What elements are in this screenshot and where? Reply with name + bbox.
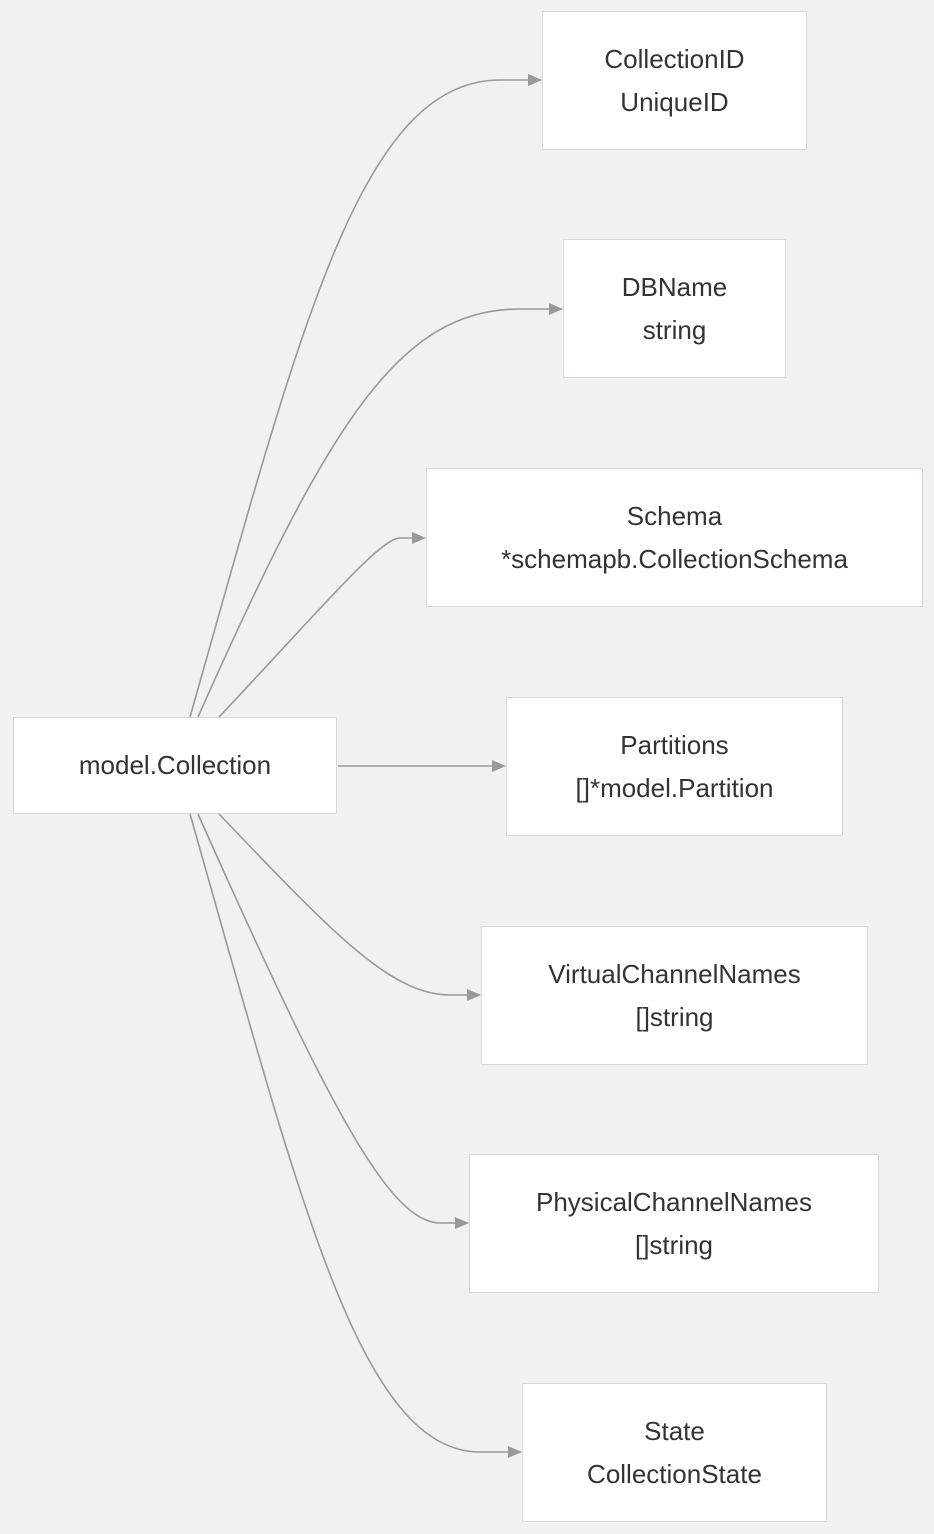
edge-to-collectionid [189,74,542,718]
field-type: []string [634,1229,714,1260]
field-type: CollectionState [587,1458,762,1489]
node-model-collection: model.Collection [13,717,337,814]
node-dbname: DBName string [563,239,786,378]
field-type: []*model.Partition [575,772,774,803]
edge-to-schema [218,532,426,718]
node-partitions: Partitions []*model.Partition [506,697,843,836]
field-name: CollectionID [604,43,745,74]
field-name: Schema [626,500,723,531]
edge-to-dbname [197,303,563,718]
edge-to-state [189,813,522,1458]
field-name: PhysicalChannelNames [535,1186,813,1217]
node-collectionid: CollectionID UniqueID [542,11,807,150]
node-label: model.Collection [78,750,272,780]
field-type: string [642,314,707,345]
edge-to-virtualchannelnames [218,813,481,1001]
field-name: Partitions [620,729,729,760]
node-state: State CollectionState [522,1383,827,1522]
field-type: UniqueID [620,86,729,117]
node-virtualchannelnames: VirtualChannelNames []string [481,926,868,1065]
field-type: *schemapb.CollectionSchema [501,543,848,574]
node-schema: Schema *schemapb.CollectionSchema [426,468,923,607]
edge-to-physicalchannelnames [197,813,469,1229]
field-type: []string [635,1001,714,1032]
field-name: DBName [621,271,728,302]
node-physicalchannelnames: PhysicalChannelNames []string [469,1154,879,1293]
field-name: VirtualChannelNames [548,958,801,989]
field-name: State [644,1415,705,1446]
